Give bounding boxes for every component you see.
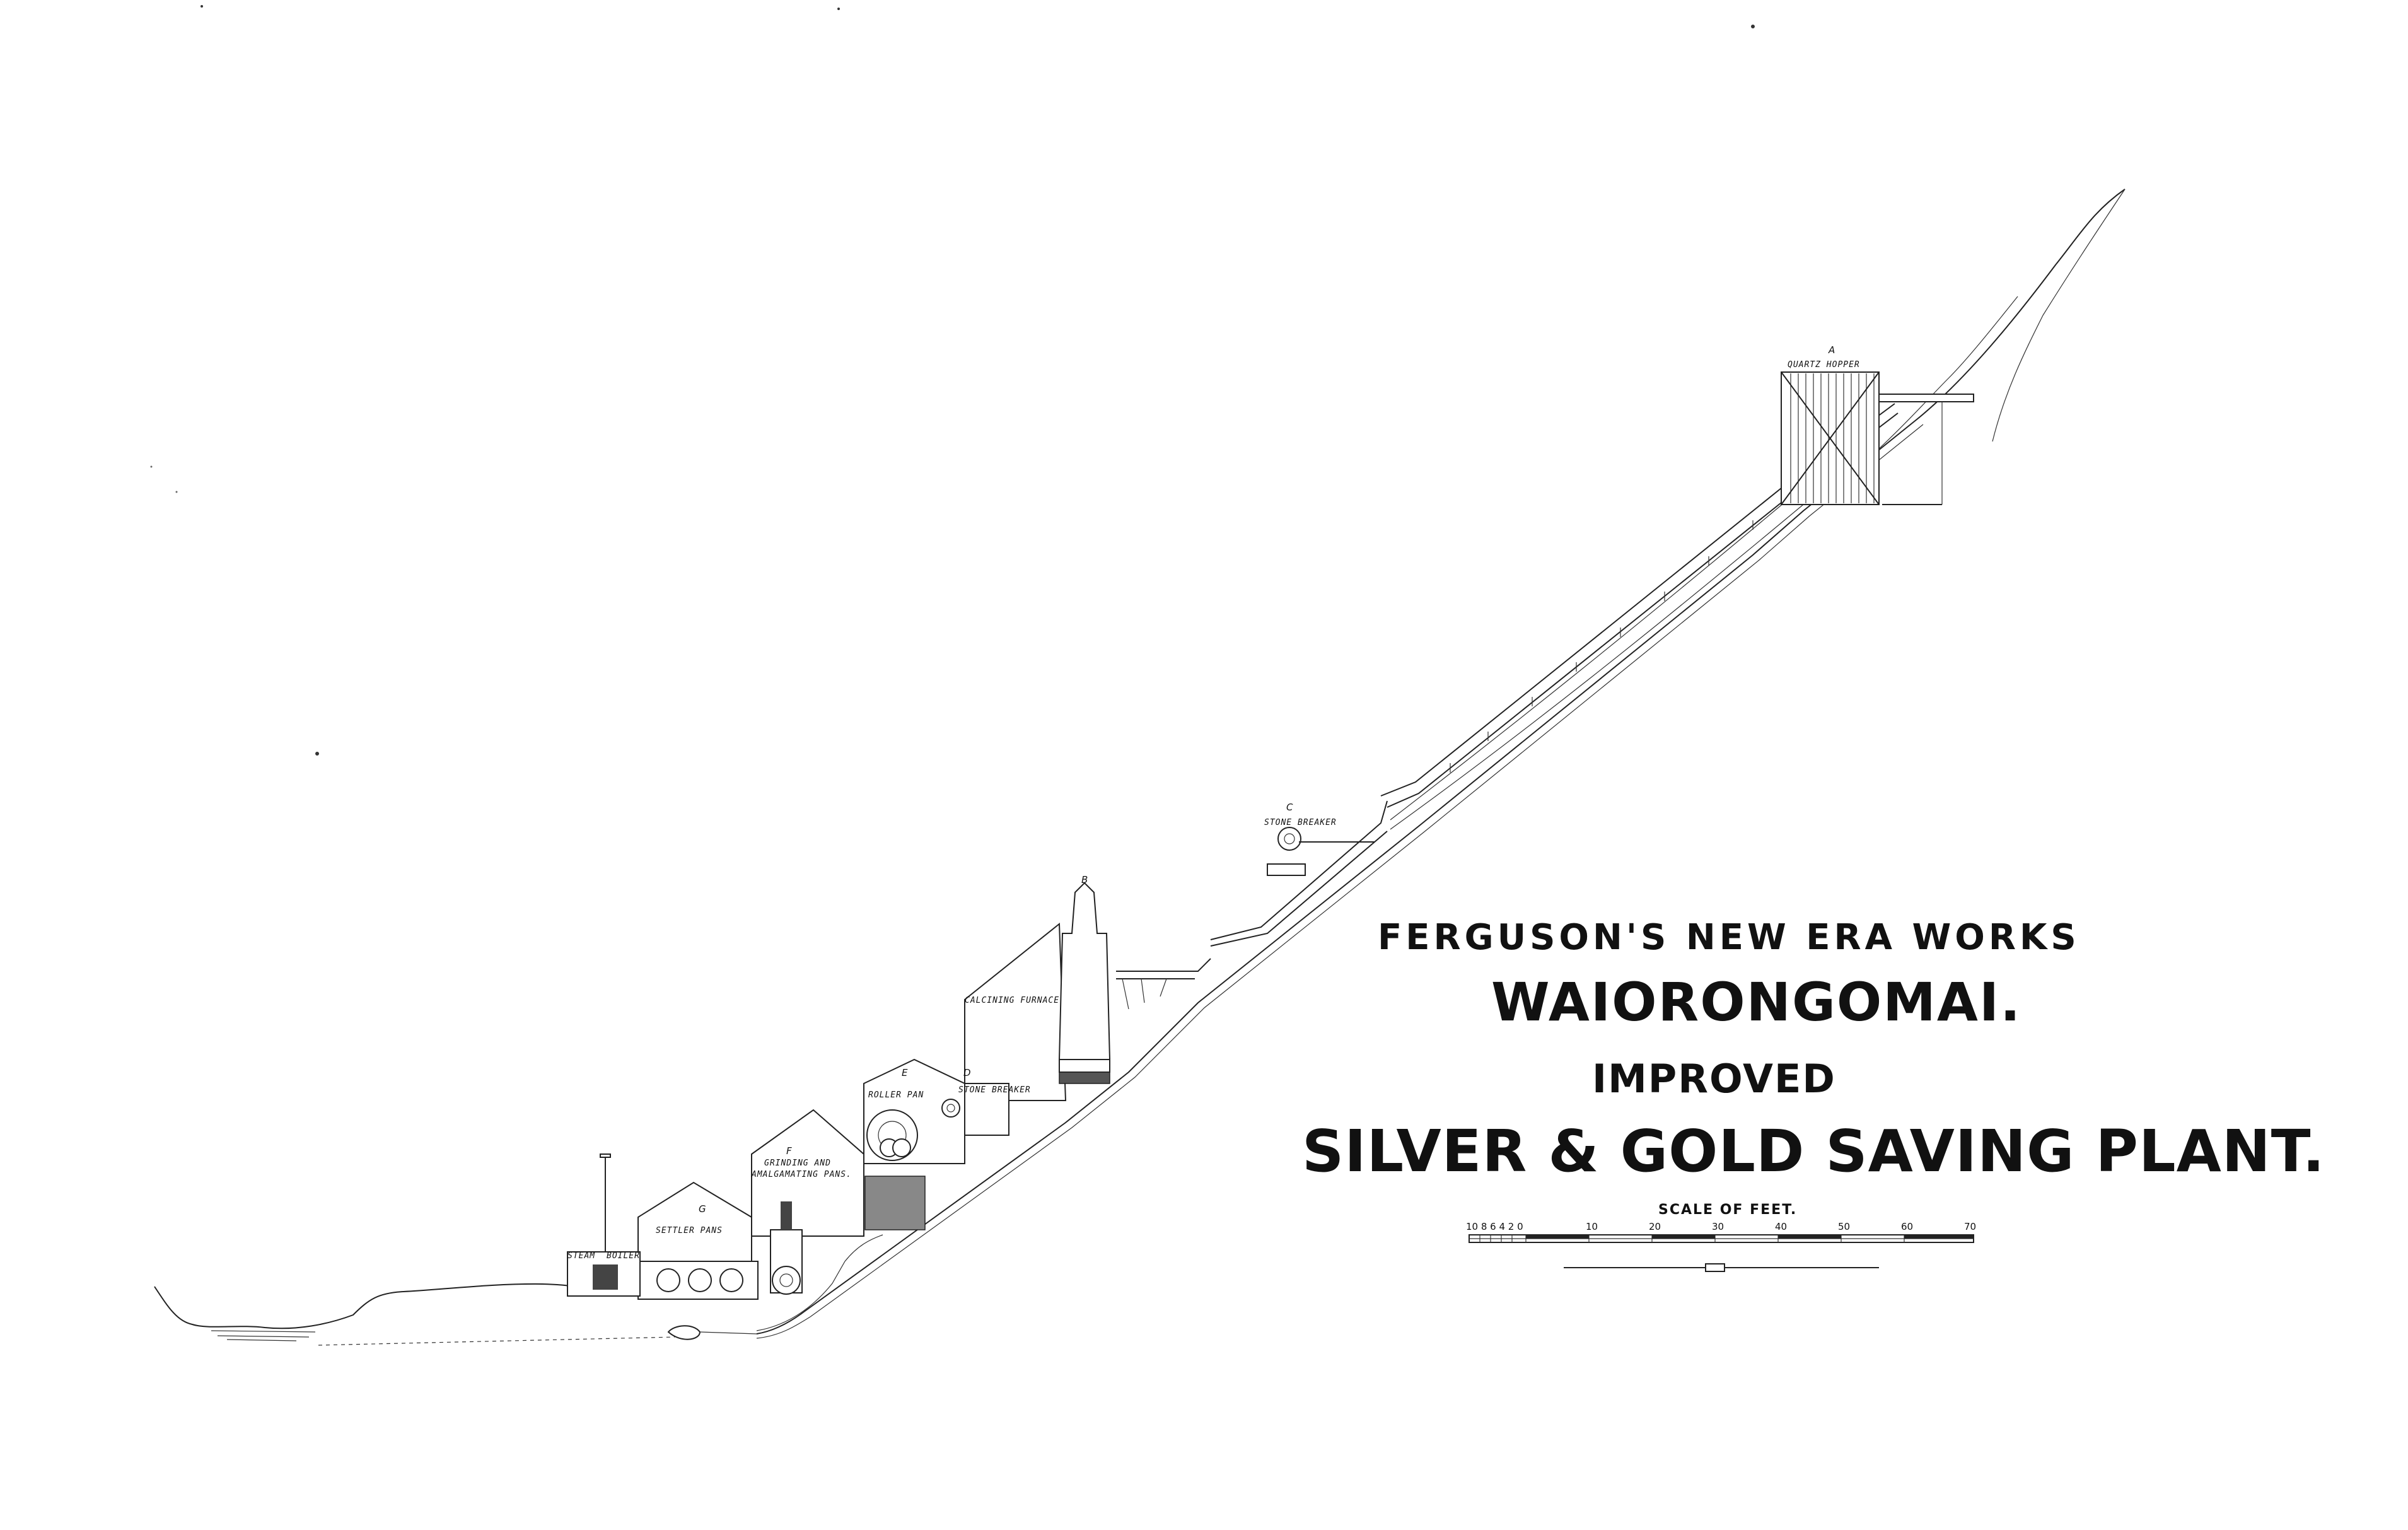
calcining-furnace: CALCINING FURNACE B: [964, 874, 1111, 1101]
label-f-letter: F: [786, 1145, 792, 1157]
upper-stone-breaker: C STONE BREAKER: [1264, 802, 1375, 876]
scale-tick-20: 20: [1649, 1221, 1661, 1232]
roller-pan-building: E ROLLER PAN D STONE BREAKER: [863, 1058, 1031, 1230]
hillside-profile: [154, 189, 2126, 1346]
label-b-letter: B: [1081, 874, 1088, 885]
scale-title: SCALE OF FEET.: [1658, 1202, 1797, 1218]
scale-bar: SCALE OF FEET. 10 8 6 4 2 0 10 20 30 40 …: [1466, 1202, 1976, 1272]
tramway-incline: [1116, 403, 1899, 1010]
label-a-letter: A: [1828, 344, 1835, 356]
scale-tick-40: 40: [1775, 1221, 1787, 1232]
label-lower-stone-breaker: STONE BREAKER: [958, 1085, 1031, 1095]
label-quartz-hopper: QUARTZ HOPPER: [1788, 360, 1860, 370]
scale-small-ticks: 10 8 6 4 2 0: [1466, 1221, 1523, 1232]
steam-boiler: STEAM BOILER: [567, 1153, 641, 1297]
quartz-hopper: A QUARTZ HOPPER: [1781, 344, 1974, 505]
label-grinding-1: GRINDING AND: [764, 1159, 831, 1168]
scale-tick-10: 10: [1586, 1221, 1598, 1232]
label-steam: STEAM: [567, 1251, 595, 1261]
label-grinding-2: AMALGAMATING PANS.: [751, 1170, 852, 1179]
label-upper-stone-breaker: STONE BREAKER: [1264, 818, 1337, 827]
title-line-2: WAIORONGOMAI.: [1491, 971, 2021, 1033]
title-line-3: IMPROVED: [1592, 1056, 1836, 1102]
label-c-letter: C: [1286, 802, 1293, 813]
label-g-letter: G: [699, 1203, 706, 1215]
sheet-specks: [150, 5, 1755, 756]
scale-tick-30: 30: [1712, 1221, 1724, 1232]
label-settler-pans: SETTLER PANS: [656, 1226, 723, 1235]
title-line-4: SILVER & GOLD SAVING PLANT.: [1302, 1118, 2325, 1185]
settler-pans-building: G SETTLER PANS: [637, 1181, 759, 1300]
label-e-letter: E: [902, 1067, 908, 1078]
scale-tick-70: 70: [1964, 1221, 1976, 1232]
scale-tick-50: 50: [1838, 1221, 1850, 1232]
grinding-pans-building: F GRINDING AND AMALGAMATING PANS.: [751, 1109, 864, 1295]
label-d-letter: D: [963, 1067, 971, 1078]
title-block: FERGUSON'S NEW ERA WORKS WAIORONGOMAI. I…: [1302, 917, 2325, 1185]
scale-tick-60: 60: [1901, 1221, 1913, 1232]
title-line-1: FERGUSON'S NEW ERA WORKS: [1378, 917, 2080, 958]
label-roller-pan: ROLLER PAN: [868, 1090, 924, 1100]
label-boiler: BOILER: [607, 1251, 640, 1261]
label-calcining-furnace: CALCINING FURNACE: [965, 996, 1059, 1005]
